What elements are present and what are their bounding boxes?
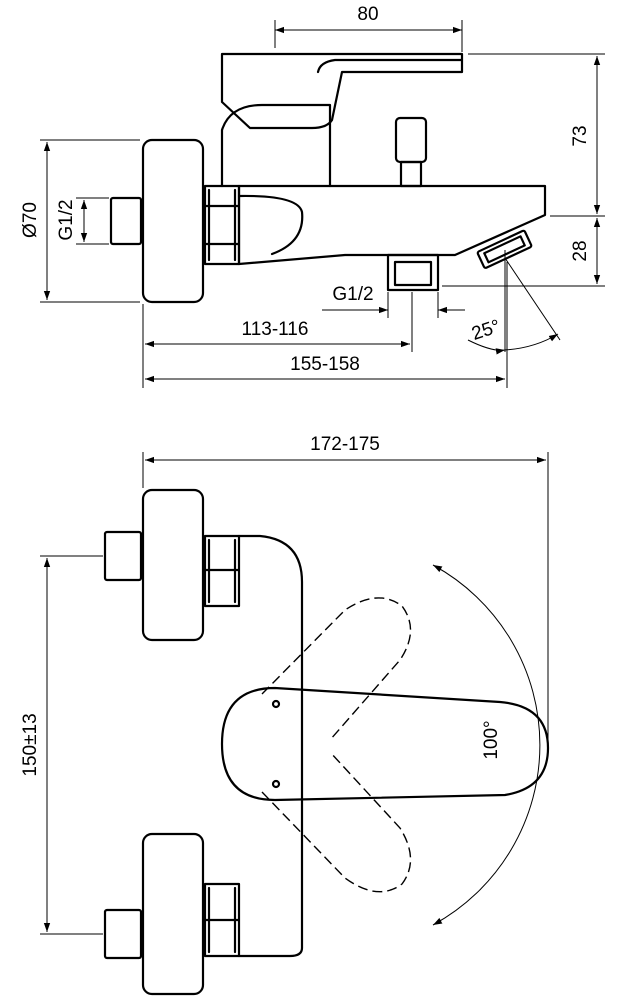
dim-lever-rotation: 100°	[481, 720, 502, 759]
top-lever-rotated-up	[261, 597, 412, 741]
side-cartridge	[220, 103, 332, 188]
side-rosette	[141, 138, 205, 304]
top-rosette-upper	[141, 488, 205, 642]
dim-spout-angle: 25°	[469, 316, 503, 345]
top-rosette-lower	[141, 832, 205, 996]
dim-inlet-thread: G1/2	[56, 199, 77, 240]
side-inlet-connector	[109, 196, 143, 246]
side-body	[237, 184, 547, 266]
dim-outlet-thread: G1/2	[332, 284, 373, 305]
top-lever	[220, 686, 550, 802]
side-outlet-aerator	[386, 253, 440, 292]
dim-top-width: 80	[357, 4, 378, 25]
side-diverter-knob	[394, 116, 428, 164]
side-view: 80 73 28 Ø70 G1/2 G1/2 113-116	[20, 4, 605, 388]
dim-spout-drop: 28	[570, 240, 591, 261]
top-body	[237, 534, 304, 958]
dim-overall-depth: 172-175	[310, 434, 380, 455]
dim-lever-height: 73	[570, 125, 591, 146]
dim-wall-to-outlet: 113-116	[242, 319, 309, 340]
dim-diameter: Ø70	[20, 202, 41, 238]
dim-wall-to-spout: 155-158	[290, 354, 360, 375]
top-view: 100° 172-175 150±13	[20, 434, 550, 996]
side-lever	[220, 52, 464, 130]
dim-inlet-spacing: 150±13	[20, 713, 41, 776]
top-lever-rotated-down	[261, 751, 412, 893]
side-hex-nut	[203, 184, 241, 266]
side-spout-outlet	[476, 229, 533, 269]
